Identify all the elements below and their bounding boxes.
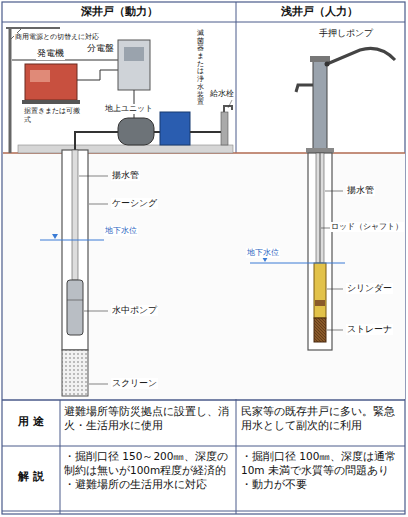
part-label: スクリーン: [111, 378, 158, 389]
table-cell: ・避難場所の生活用水に対応: [64, 478, 232, 492]
table-cell: 避難場所等防災拠点に設置し、消火・生活用水に使用: [64, 405, 232, 432]
part-label: 揚水管: [346, 185, 375, 196]
part-label: 揚水管: [111, 170, 140, 181]
part-label: 水中ポンプ: [111, 305, 158, 316]
part-label: シリンダー: [346, 283, 393, 294]
table-cell: ・掘削口径 150～200㎜、深度の制約は無いが100m程度が経済的: [64, 450, 232, 477]
part-label: ケーシング: [111, 198, 158, 209]
table-cell: ・動力が不要: [241, 478, 401, 492]
table-cell: ・掘削口径 100㎜、深度は通常 10m 未満で水質等の問題あり: [241, 450, 401, 477]
water-level-label: 地下水位: [104, 226, 138, 236]
part-label: ストレーナ: [346, 324, 393, 335]
water-level-label: 地下水位: [246, 248, 280, 258]
note-label: 据置きまたは可搬式: [24, 107, 82, 125]
header-cell: 深井戸（動力）: [2, 5, 236, 19]
part-label: 地上ユニット: [104, 104, 154, 114]
part-label: 給水栓: [209, 89, 235, 99]
table-cell: 民家等の既存井戸に多い。緊急用水として副次的に利用: [241, 405, 401, 432]
row-header: 用途: [2, 415, 60, 429]
part-label: 発電機: [36, 48, 65, 60]
part-label: 手押しポンプ: [318, 28, 374, 40]
part-label: 分電盤: [86, 43, 115, 54]
header-cell: 浅井戸（人力）: [235, 5, 404, 19]
row-header: 解説: [2, 470, 60, 484]
part-label: 滅菌器または浄水装置: [197, 30, 204, 107]
part-label: ロッド（シャフト）: [330, 222, 404, 232]
note-label: 商用電源との切替えに対応: [14, 33, 100, 42]
